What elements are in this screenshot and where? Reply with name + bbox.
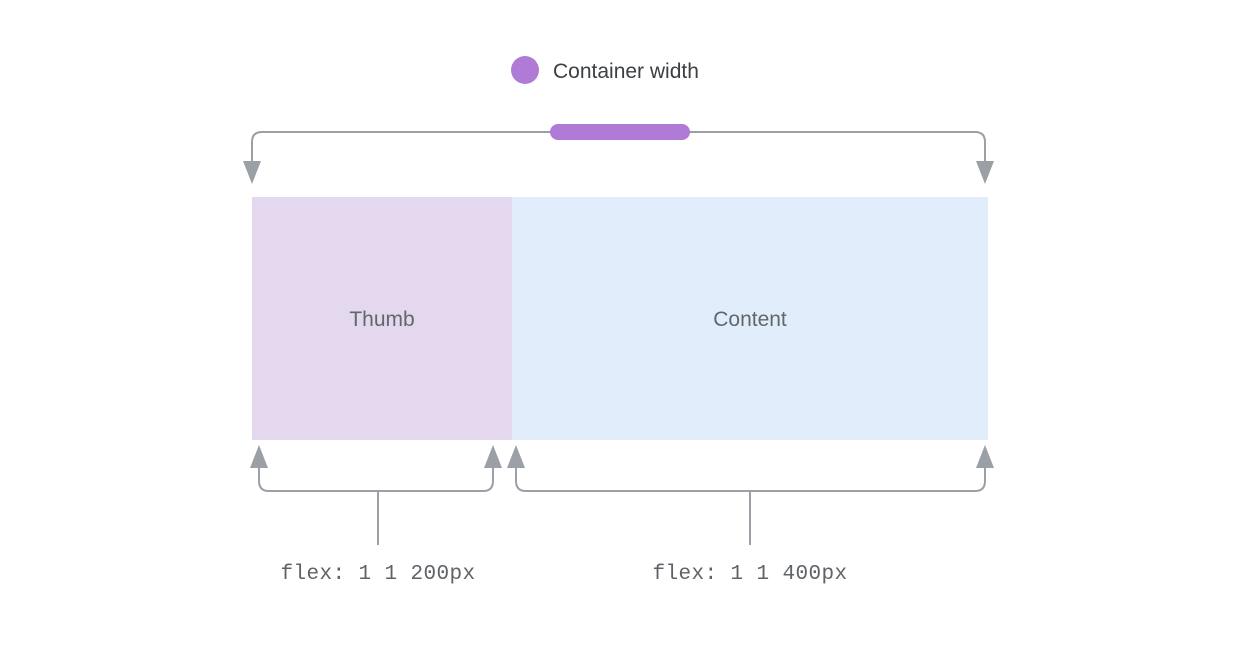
content-flex-label: flex: 1 1 400px [652,563,847,586]
arrow-down-right-icon [976,161,994,184]
thumb-flex-label: flex: 1 1 200px [280,563,475,586]
flex-item-content-label: Content [713,308,787,331]
arrow-up-thumb-left-icon [250,445,268,468]
span-bracket-up-icon [515,464,986,492]
flex-item-thumb-label: Thumb [349,308,414,331]
flex-item-thumb [252,197,512,440]
flex-container: Thumb Content [252,197,988,440]
range-slider-thumb-icon[interactable] [550,124,690,140]
flex-item-content [512,197,988,440]
legend: Container width [511,56,699,84]
arrow-up-content-right-icon [976,445,994,468]
arrow-up-thumb-right-icon [484,445,502,468]
legend-label: Container width [553,60,699,83]
container-width-bracket [243,124,994,184]
circle-marker-icon [511,56,539,84]
content-measure-bracket: flex: 1 1 400px [507,445,994,586]
thumb-measure-bracket: flex: 1 1 200px [250,445,502,586]
span-bracket-up-icon [258,464,494,492]
arrow-up-content-left-icon [507,445,525,468]
arrow-down-left-icon [243,161,261,184]
